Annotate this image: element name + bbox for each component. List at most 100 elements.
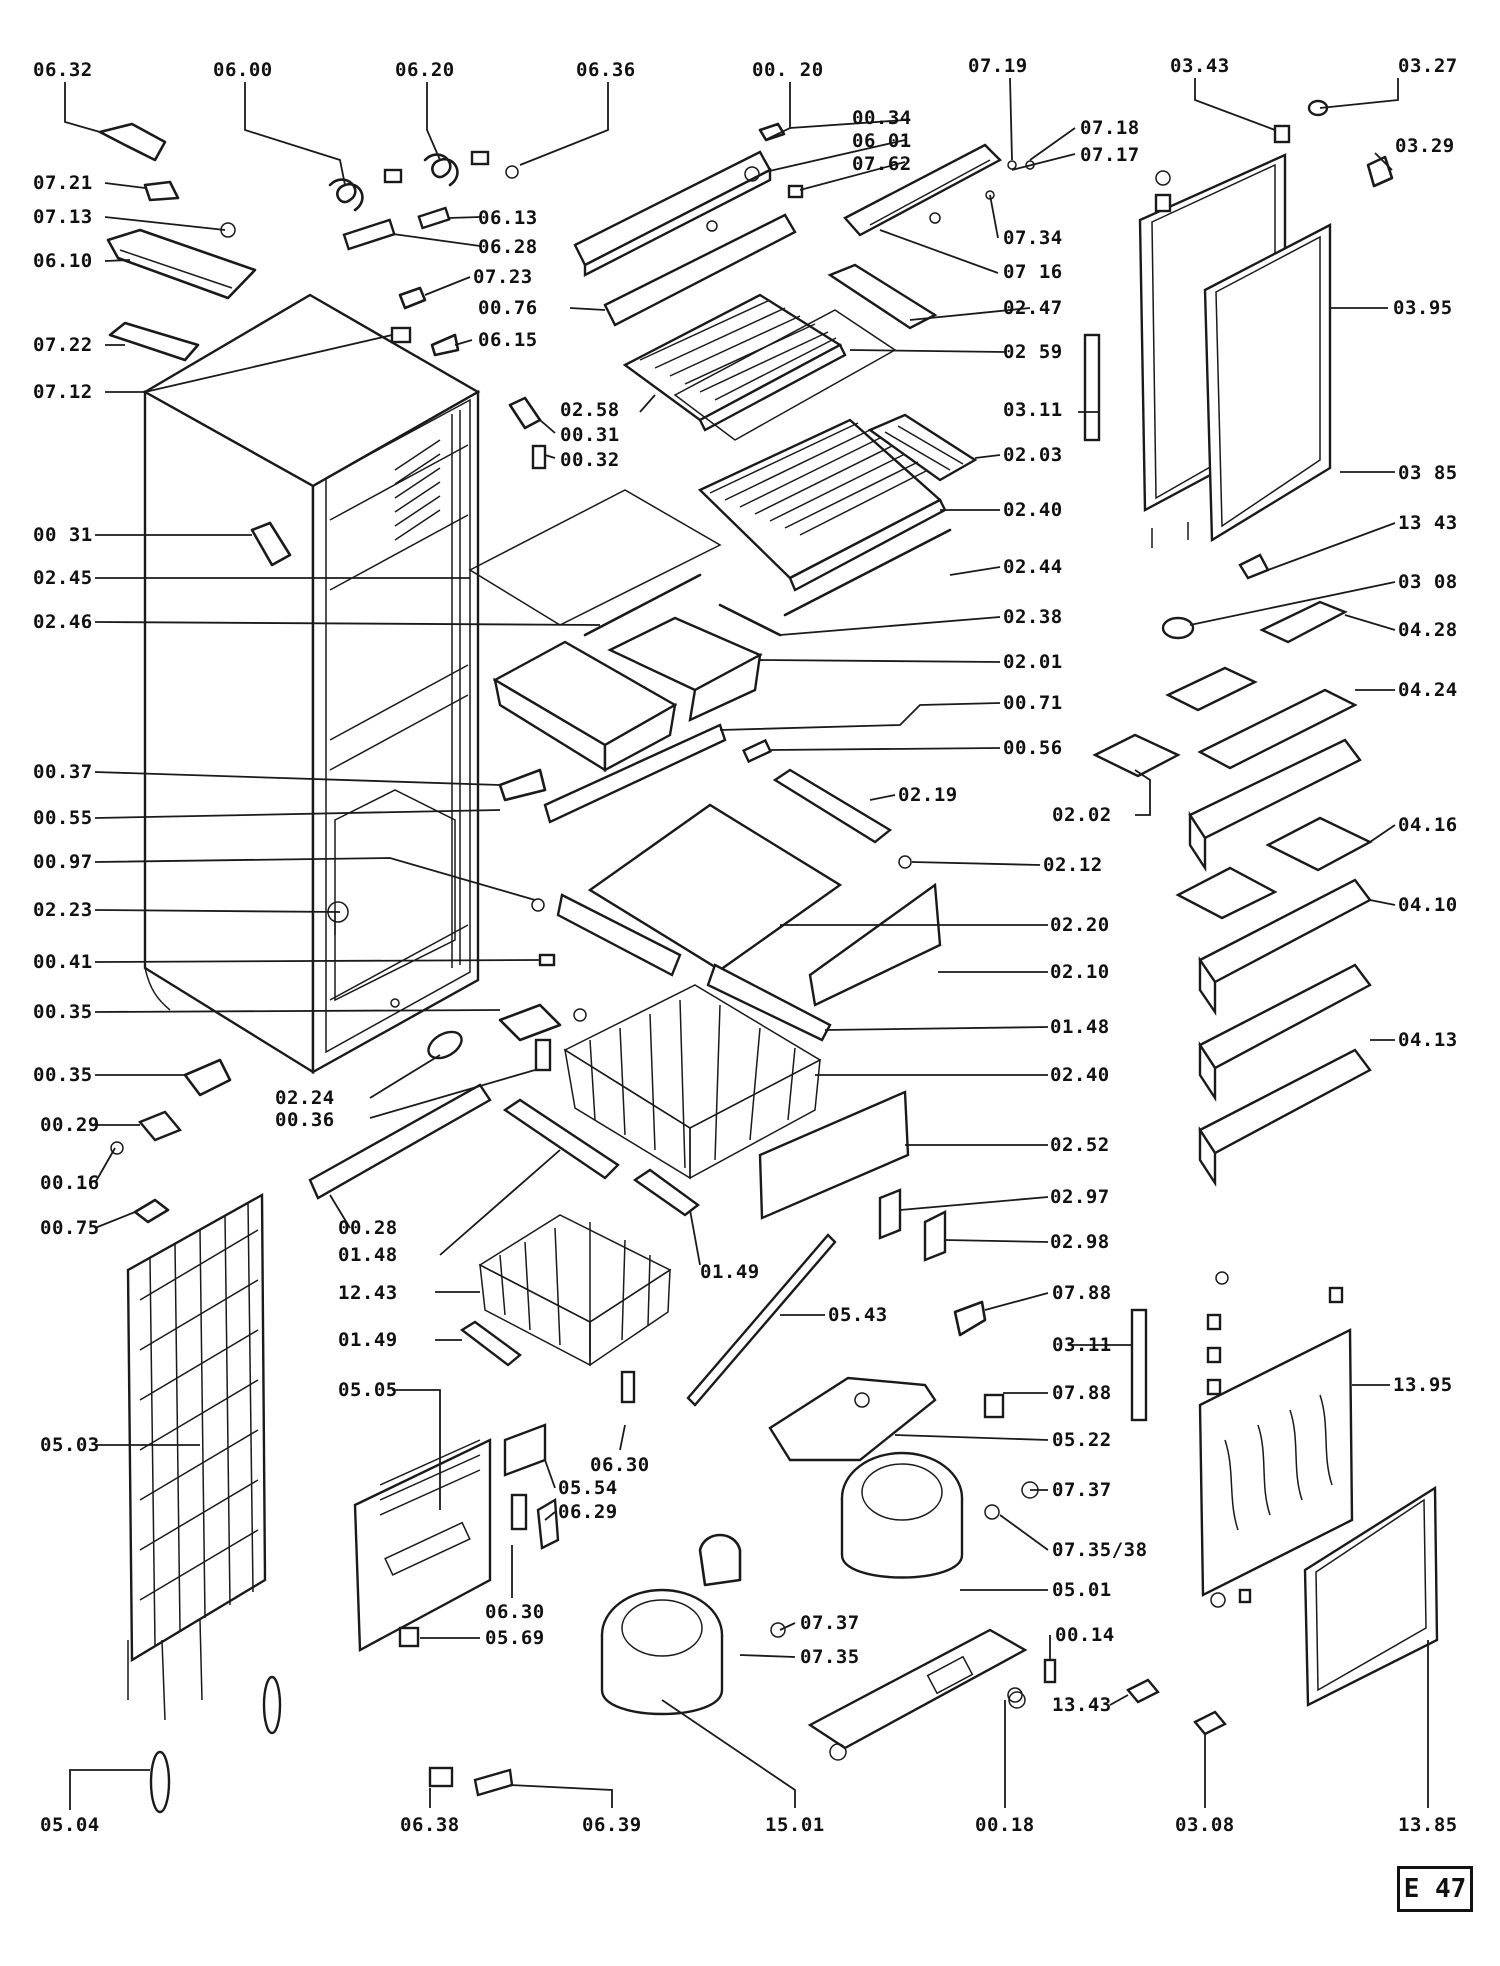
part-label: 06.36 xyxy=(576,59,636,81)
part-label: 02 59 xyxy=(1003,341,1063,363)
part-label: 02.01 xyxy=(1003,651,1063,673)
part-label: 00.32 xyxy=(560,449,620,471)
part-label: 06.38 xyxy=(400,1814,460,1836)
part-label: 00.35 xyxy=(33,1001,93,1023)
part-label: 02.12 xyxy=(1043,854,1103,876)
part-label: 06.30 xyxy=(485,1601,545,1623)
part-label: 15.01 xyxy=(765,1814,825,1836)
part-label: 03.29 xyxy=(1395,135,1455,157)
part-label: 02.24 xyxy=(275,1087,335,1109)
part-label: 07.19 xyxy=(968,55,1028,77)
part-label: 07.34 xyxy=(1003,227,1063,249)
cabinet-body xyxy=(142,293,481,1075)
part-label: 00.75 xyxy=(40,1217,100,1239)
part-label: 04.16 xyxy=(1398,814,1458,836)
part-label: 13.43 xyxy=(1052,1694,1112,1716)
part-label: 06.20 xyxy=(395,59,455,81)
freezer-door xyxy=(1198,1271,1439,1707)
part-label: 05.54 xyxy=(558,1477,618,1499)
part-label: 01.48 xyxy=(338,1244,398,1266)
part-label: 00.28 xyxy=(338,1217,398,1239)
part-label: 07.23 xyxy=(473,266,533,288)
freezer-baskets xyxy=(308,984,947,1407)
part-label: 00.71 xyxy=(1003,692,1063,714)
part-label: 13 43 xyxy=(1398,512,1458,534)
part-label: 07.18 xyxy=(1080,117,1140,139)
part-label: 00.18 xyxy=(975,1814,1035,1836)
part-label: 07.13 xyxy=(33,206,93,228)
condenser-coil xyxy=(110,1058,282,1814)
part-label: 06 01 xyxy=(852,130,912,152)
part-label: 02.03 xyxy=(1003,444,1063,466)
part-label: 05.04 xyxy=(40,1814,100,1836)
part-label: 00.56 xyxy=(1003,737,1063,759)
part-label: 05.43 xyxy=(828,1304,888,1326)
crisper-drawers xyxy=(492,573,942,1042)
part-label: 00 31 xyxy=(33,524,93,546)
part-label: 00.34 xyxy=(852,107,912,129)
part-label: 07.37 xyxy=(800,1612,860,1634)
part-label: 00.35 xyxy=(33,1064,93,1086)
part-label: 03.43 xyxy=(1170,55,1230,77)
part-label: 02.44 xyxy=(1003,556,1063,578)
part-label: 03 08 xyxy=(1398,571,1458,593)
part-label: 07.17 xyxy=(1080,144,1140,166)
part-label: 07.12 xyxy=(33,381,93,403)
top-center-rails-shelves xyxy=(468,122,1101,626)
part-label: 00.76 xyxy=(478,297,538,319)
part-label: 01.48 xyxy=(1050,1016,1110,1038)
part-label: 05.69 xyxy=(485,1627,545,1649)
part-label: 06.00 xyxy=(213,59,273,81)
part-label: 00.36 xyxy=(275,1109,335,1131)
part-label: 07.88 xyxy=(1052,1282,1112,1304)
part-label: 01.49 xyxy=(338,1329,398,1351)
part-label: 00.29 xyxy=(40,1114,100,1136)
part-label: 06.32 xyxy=(33,59,93,81)
part-label: 03.11 xyxy=(1003,399,1063,421)
part-label: 13.85 xyxy=(1398,1814,1458,1836)
part-label: 07.88 xyxy=(1052,1382,1112,1404)
part-label: 02.38 xyxy=(1003,606,1063,628)
part-label: 07.62 xyxy=(852,153,912,175)
part-label: 06.13 xyxy=(478,207,538,229)
part-label: 02.52 xyxy=(1050,1134,1110,1156)
part-label: 02.58 xyxy=(560,399,620,421)
part-label: 06.10 xyxy=(33,250,93,272)
compressors xyxy=(428,1300,1227,1797)
part-label: 07.21 xyxy=(33,172,93,194)
part-label: 04.10 xyxy=(1398,894,1458,916)
part-label: 00.14 xyxy=(1055,1624,1115,1646)
part-label: 07.22 xyxy=(33,334,93,356)
part-label: 02.19 xyxy=(898,784,958,806)
part-label: 02.02 xyxy=(1052,804,1112,826)
part-label: 03.95 xyxy=(1393,297,1453,319)
diagram-code-box: E 47 xyxy=(1397,1866,1473,1912)
part-label: 05.03 xyxy=(40,1434,100,1456)
part-label: 07 16 xyxy=(1003,261,1063,283)
top-left-small-parts xyxy=(98,122,547,567)
part-label: 02.10 xyxy=(1050,961,1110,983)
part-label: 00.55 xyxy=(33,807,93,829)
part-label: 00.97 xyxy=(33,851,93,873)
part-label: 01.49 xyxy=(700,1261,760,1283)
part-label: 02.23 xyxy=(33,899,93,921)
part-label: 02.47 xyxy=(1003,297,1063,319)
part-label: 00.31 xyxy=(560,424,620,446)
part-label: 06.29 xyxy=(558,1501,618,1523)
part-label: 04.24 xyxy=(1398,679,1458,701)
part-label: 05.22 xyxy=(1052,1429,1112,1451)
part-label: 06.30 xyxy=(590,1454,650,1476)
part-label: 00.41 xyxy=(33,951,93,973)
part-label: 00.16 xyxy=(40,1172,100,1194)
fridge-door xyxy=(1092,99,1394,1188)
part-label: 07.35 xyxy=(800,1646,860,1668)
part-label: 03.11 xyxy=(1052,1334,1112,1356)
leader-lines xyxy=(64,77,1429,1810)
part-label: 06.28 xyxy=(478,236,538,258)
part-label: 00.37 xyxy=(33,761,93,783)
part-label: 03 85 xyxy=(1398,462,1458,484)
part-label: 02.45 xyxy=(33,567,93,589)
part-label: 06.39 xyxy=(582,1814,642,1836)
